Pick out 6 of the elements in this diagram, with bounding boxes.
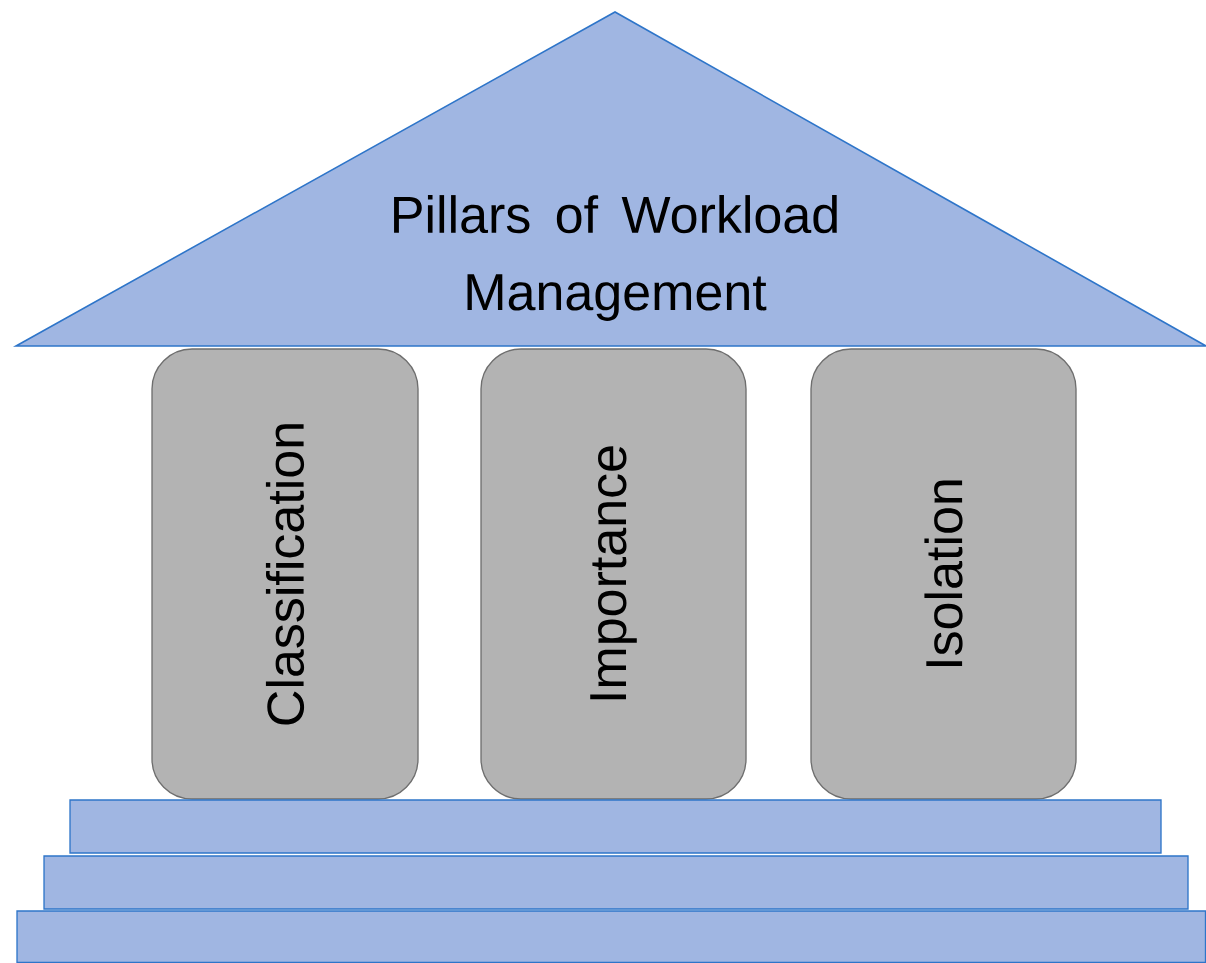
step-bar bbox=[69, 799, 1162, 854]
pillar-box: Classification bbox=[151, 348, 419, 800]
pillar-box: Isolation bbox=[810, 348, 1077, 800]
step-bar bbox=[43, 855, 1189, 910]
pillar-box: Importance bbox=[480, 348, 747, 800]
step-bar bbox=[16, 910, 1206, 963]
